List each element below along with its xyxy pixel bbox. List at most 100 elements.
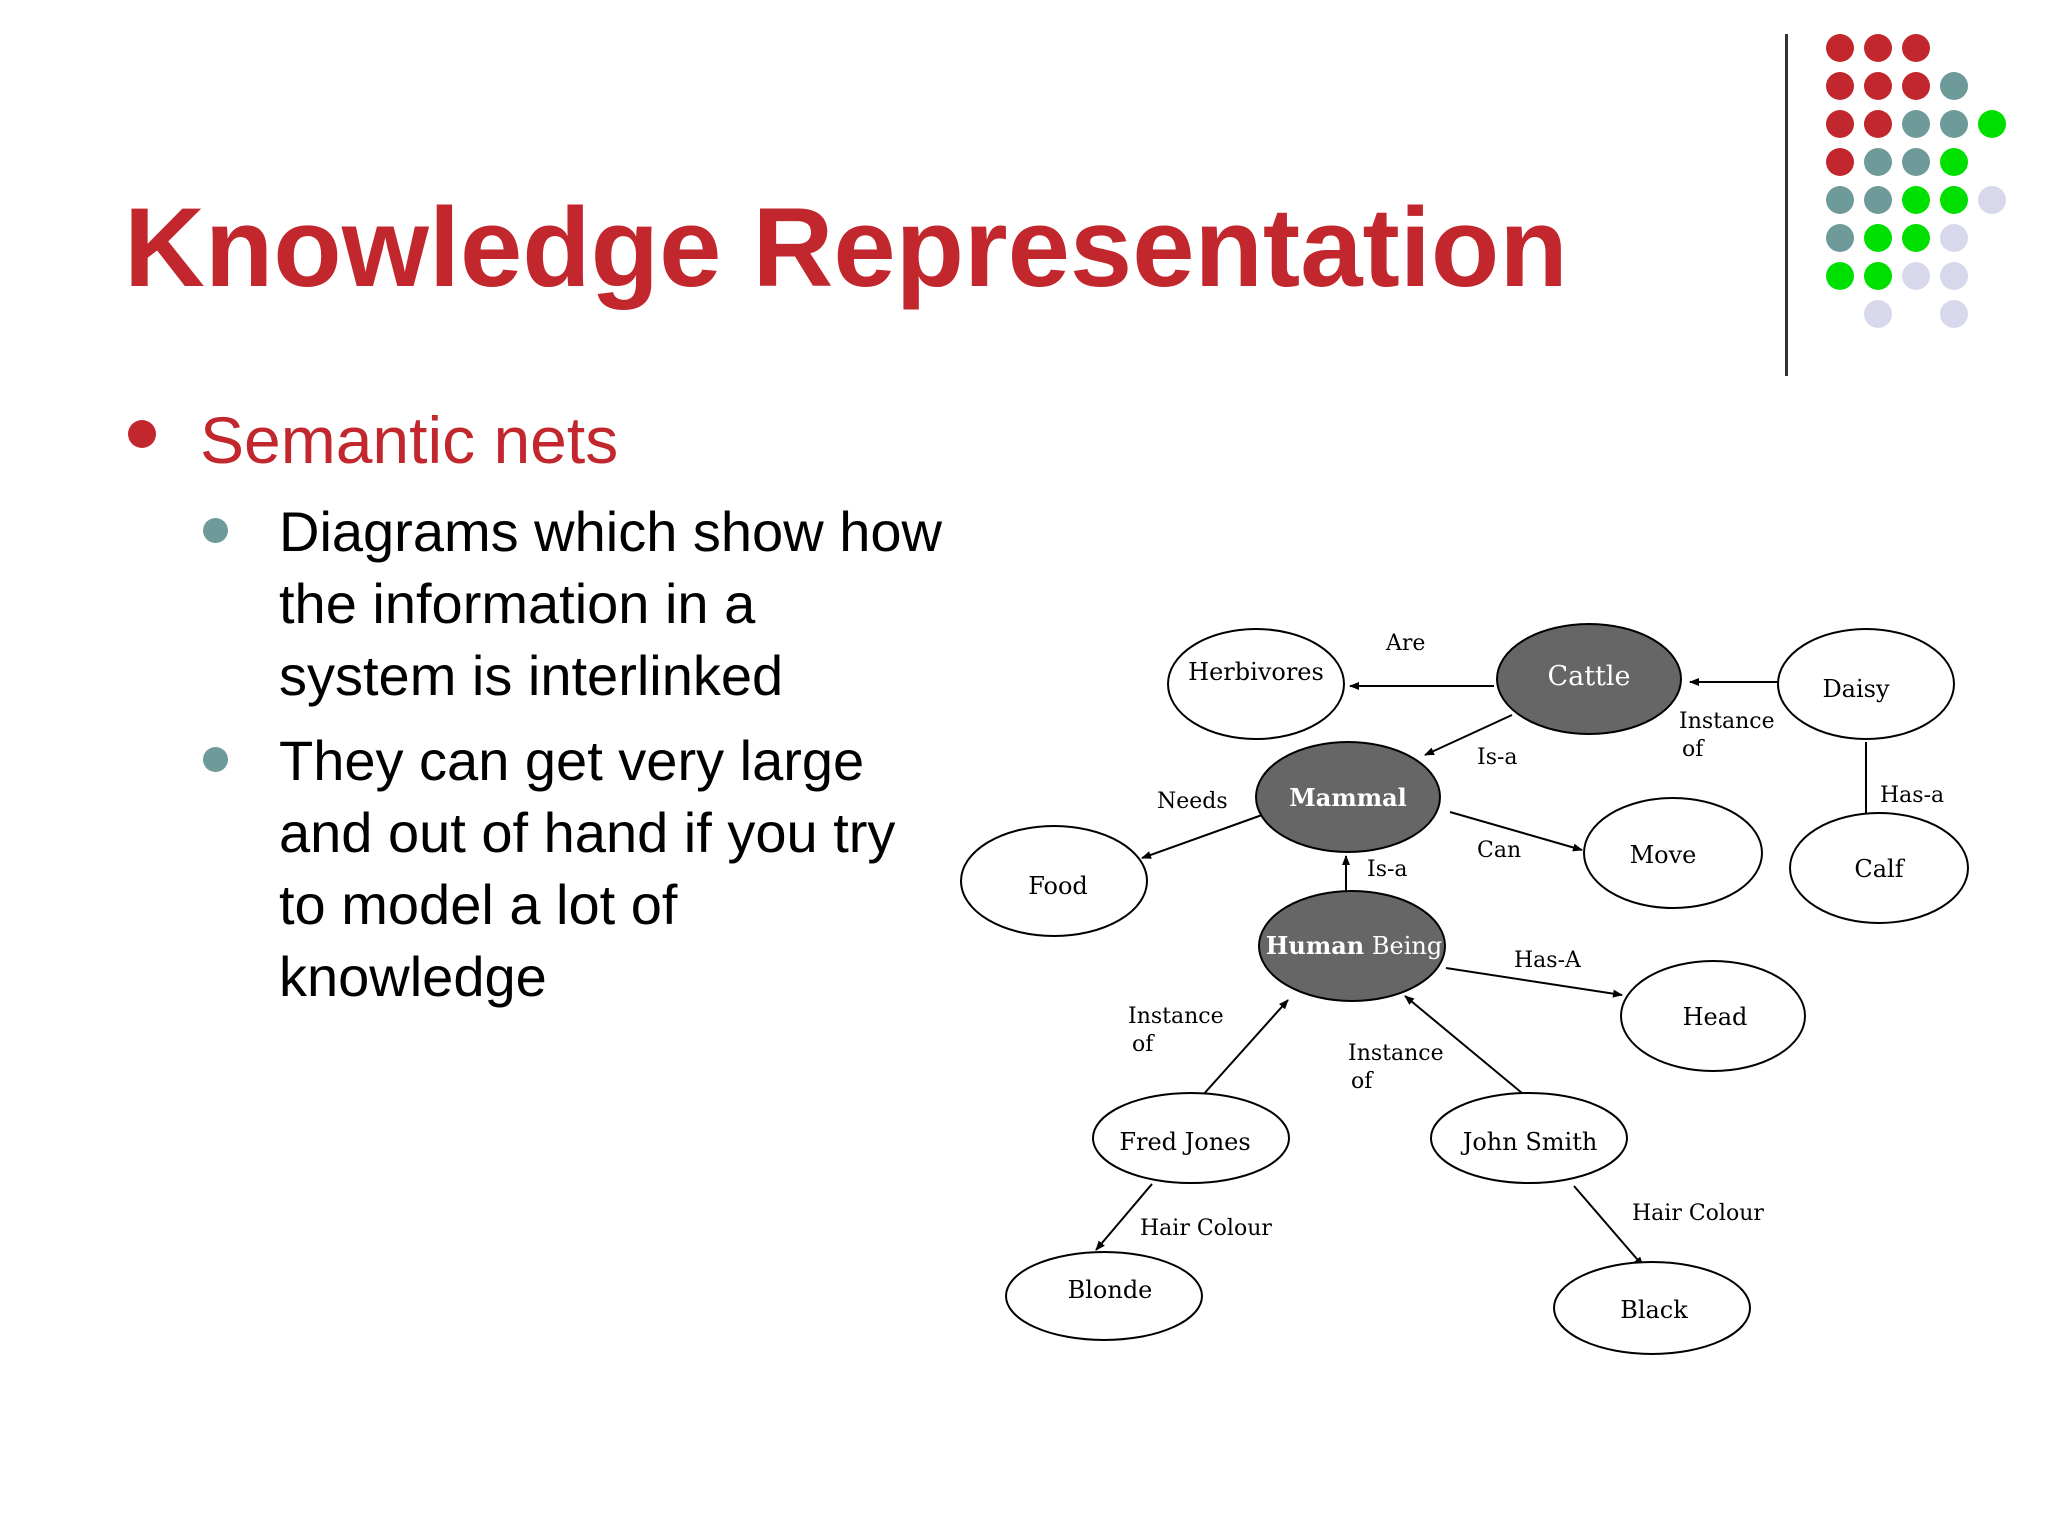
decor-dot <box>1826 34 1854 62</box>
edge-fred-human <box>1201 999 1289 1097</box>
text-line: and out of hand if you try <box>279 801 896 864</box>
node-human-being <box>1258 890 1446 1002</box>
edge-label-hair-colour-fred: Hair Colour <box>1140 1216 1272 1241</box>
decor-dot <box>1902 34 1930 62</box>
semantic-net-diagram: Herbivores Cattle Daisy Mammal Food Move… <box>960 623 1969 1355</box>
edge-mammal-move <box>1449 811 1583 852</box>
edge-human-head <box>1445 967 1623 998</box>
decor-dot <box>1864 262 1892 290</box>
decor-dot <box>1864 148 1892 176</box>
node-herbivores <box>1167 628 1345 740</box>
decor-dot <box>1864 110 1892 138</box>
node-label-john-smith: John Smith <box>1460 1128 1598 1156</box>
decor-dot <box>1864 34 1892 62</box>
node-label-move: Move <box>1630 841 1697 869</box>
node-black <box>1553 1261 1751 1355</box>
node-label-mammal: Mammal <box>1289 783 1407 812</box>
sub-bullet-text-1: Diagrams which show how the information … <box>279 496 1039 712</box>
edge-cattle-mammal <box>1424 714 1513 756</box>
decor-dot <box>1940 110 1968 138</box>
decor-dot <box>1826 186 1854 214</box>
decor-dot <box>1902 110 1930 138</box>
edge-label-can: Can <box>1477 838 1521 863</box>
edge-label-instance-of-fred: of <box>1132 1032 1155 1057</box>
node-label-blonde: Blonde <box>1068 1276 1153 1304</box>
decor-dot <box>1902 186 1930 214</box>
edge-label-are: Are <box>1385 631 1425 656</box>
text-line: knowledge <box>279 945 547 1008</box>
title-divider-line <box>1785 34 1788 376</box>
node-daisy <box>1777 628 1955 740</box>
decor-dot <box>1902 224 1930 252</box>
decor-dot <box>1978 110 2006 138</box>
decor-dot <box>1864 224 1892 252</box>
decor-dot <box>1940 72 1968 100</box>
decor-dot <box>1940 148 1968 176</box>
edge-label-needs: Needs <box>1157 789 1228 814</box>
node-label-head: Head <box>1683 1003 1748 1031</box>
node-cattle <box>1496 623 1682 735</box>
edge-label-hair-colour-john: Hair Colour <box>1632 1201 1764 1226</box>
sub-bullet-icon <box>203 518 228 543</box>
edge-label-instance-of-john: of <box>1351 1069 1374 1094</box>
node-blonde <box>1005 1251 1203 1341</box>
edge-john-black <box>1573 1185 1644 1267</box>
node-head <box>1620 960 1806 1072</box>
decor-dot <box>1940 186 1968 214</box>
node-calf <box>1789 812 1969 924</box>
text-line: They can get very large <box>279 729 865 792</box>
bullet-icon <box>128 420 156 448</box>
sub-bullet-icon <box>203 747 228 772</box>
decor-dot <box>1940 262 1968 290</box>
slide-title: Knowledge Representation <box>124 185 1568 310</box>
edge-label-is-a-cattle: Is-a <box>1477 745 1518 770</box>
node-label-black: Black <box>1620 1296 1688 1324</box>
decor-dot <box>1826 110 1854 138</box>
node-john-smith <box>1430 1092 1628 1184</box>
decor-dot <box>1864 72 1892 100</box>
sub-bullet-text-2: They can get very large and out of hand … <box>279 725 1039 1013</box>
node-label-human-being: Human Being <box>1266 931 1443 960</box>
node-mammal <box>1255 741 1441 853</box>
decor-dot <box>1826 72 1854 100</box>
node-food <box>960 825 1148 937</box>
edge-label-instance-of-john: Instance <box>1348 1041 1444 1066</box>
node-label-food: Food <box>1028 872 1088 900</box>
decor-dot <box>1826 262 1854 290</box>
decor-dot <box>1864 186 1892 214</box>
node-label-fred-jones: Fred Jones <box>1119 1128 1250 1156</box>
node-move <box>1583 797 1763 909</box>
edge-label-instance-of-fred: Instance <box>1128 1004 1224 1029</box>
text-line: Diagrams which show how <box>279 500 942 563</box>
node-label-herbivores: Herbivores <box>1188 658 1324 686</box>
edge-mammal-food <box>1141 814 1263 859</box>
decor-dot <box>1902 262 1930 290</box>
decor-dot <box>1940 224 1968 252</box>
edge-label-instance-of-daisy: Instance <box>1679 709 1775 734</box>
decor-dot <box>1864 300 1892 328</box>
node-label-calf: Calf <box>1854 855 1905 883</box>
node-fred-jones <box>1092 1092 1290 1184</box>
edge-john-human <box>1404 995 1529 1099</box>
node-label-human-bold: Human <box>1266 931 1365 960</box>
edge-label-has-a-calf: Has-a <box>1880 783 1944 808</box>
decor-dot <box>1826 224 1854 252</box>
edge-label-has-a-head: Has-A <box>1514 948 1582 973</box>
text-line: to model a lot of <box>279 873 678 936</box>
edge-label-instance-of-daisy: of <box>1682 737 1705 762</box>
decor-dot <box>1902 148 1930 176</box>
node-label-cattle: Cattle <box>1547 661 1630 692</box>
decor-dot <box>1940 300 1968 328</box>
edge-fred-blonde <box>1095 1183 1153 1251</box>
text-line: the information in a <box>279 572 756 635</box>
decorative-dot-grid <box>0 0 2048 400</box>
decor-dot <box>1978 186 2006 214</box>
decor-dot <box>1826 148 1854 176</box>
node-label-being: Being <box>1372 932 1442 960</box>
bullet-text-semantic-nets: Semantic nets <box>200 403 619 477</box>
decor-dot <box>1902 72 1930 100</box>
text-line: system is interlinked <box>279 644 784 707</box>
node-label-daisy: Daisy <box>1822 675 1890 703</box>
edge-label-is-a-human: Is-a <box>1367 857 1408 882</box>
